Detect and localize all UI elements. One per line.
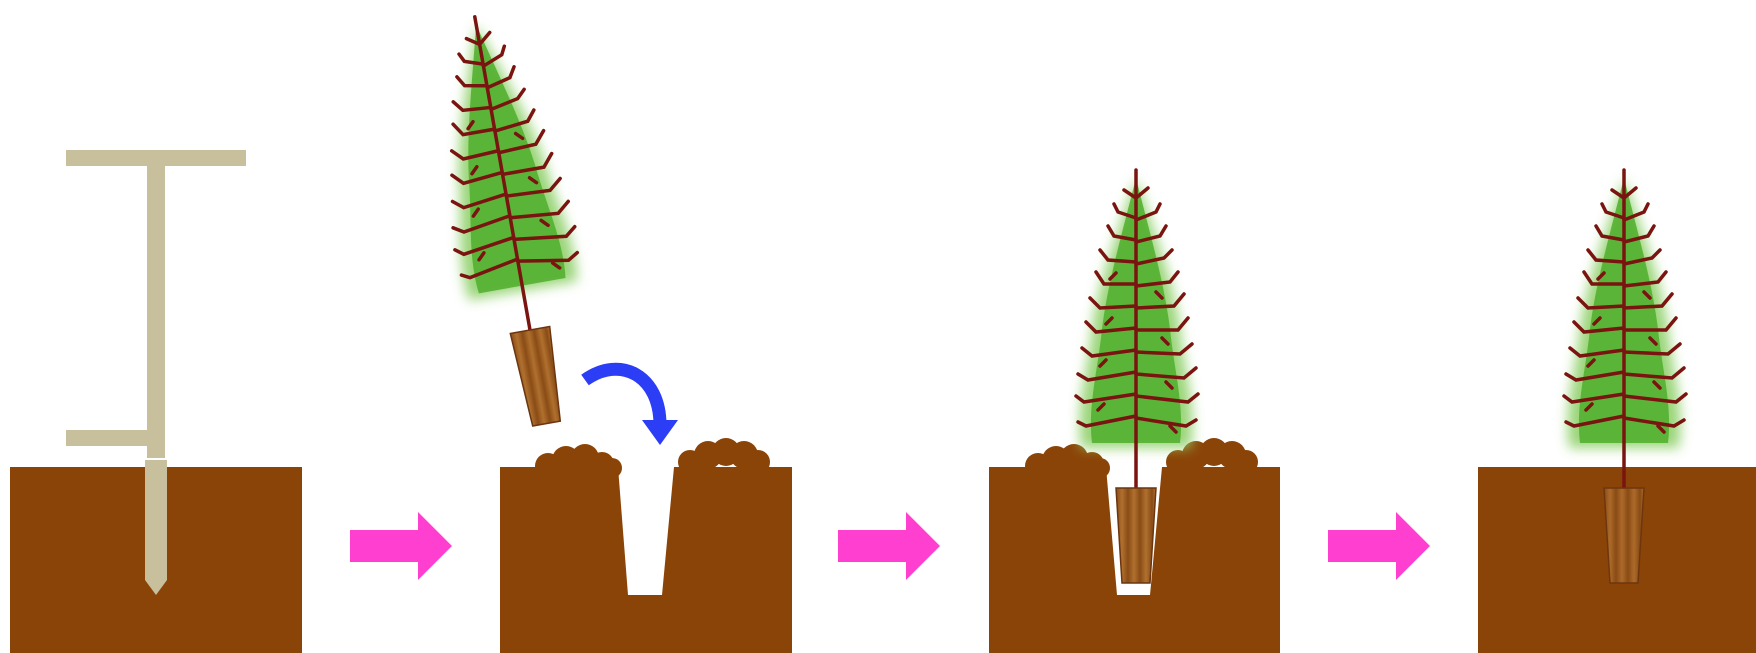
process-arrow-1 xyxy=(350,512,452,580)
tilted-seedling xyxy=(416,6,608,434)
insert-arrow xyxy=(585,369,678,445)
process-arrow-2 xyxy=(838,512,940,580)
step-3-placed-panel xyxy=(989,170,1280,653)
step-1-auger-panel xyxy=(10,150,302,653)
soil-with-hole xyxy=(500,467,792,653)
process-arrow-3 xyxy=(1328,512,1430,580)
step-2-insert-panel xyxy=(416,6,792,653)
step-4-filled-panel xyxy=(1478,170,1756,653)
